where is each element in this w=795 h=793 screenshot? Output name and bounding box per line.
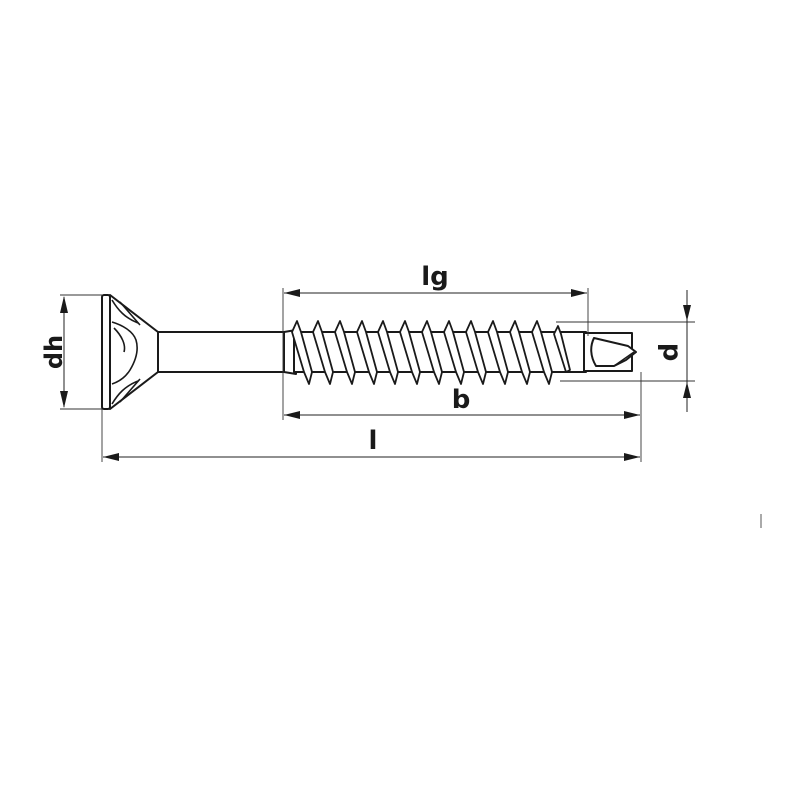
label-b: b xyxy=(452,385,471,415)
screw xyxy=(101,294,637,410)
label-d: d xyxy=(655,343,685,362)
drill-flute xyxy=(613,351,635,367)
dimension-l: l xyxy=(103,426,640,461)
thread-flights xyxy=(291,320,571,385)
dimension-d: d xyxy=(556,290,695,412)
label-l: l xyxy=(369,426,378,456)
label-lg: lg xyxy=(421,262,449,292)
screw-head-cone xyxy=(109,294,159,410)
screw-head-plate xyxy=(101,294,111,410)
drive-recess-icon xyxy=(111,299,141,405)
dimension-dh: dh xyxy=(40,294,103,462)
screw-shank xyxy=(157,331,285,373)
label-dh: dh xyxy=(40,335,68,369)
dimension-b: b xyxy=(284,372,642,462)
dimension-lg: lg xyxy=(282,262,589,420)
